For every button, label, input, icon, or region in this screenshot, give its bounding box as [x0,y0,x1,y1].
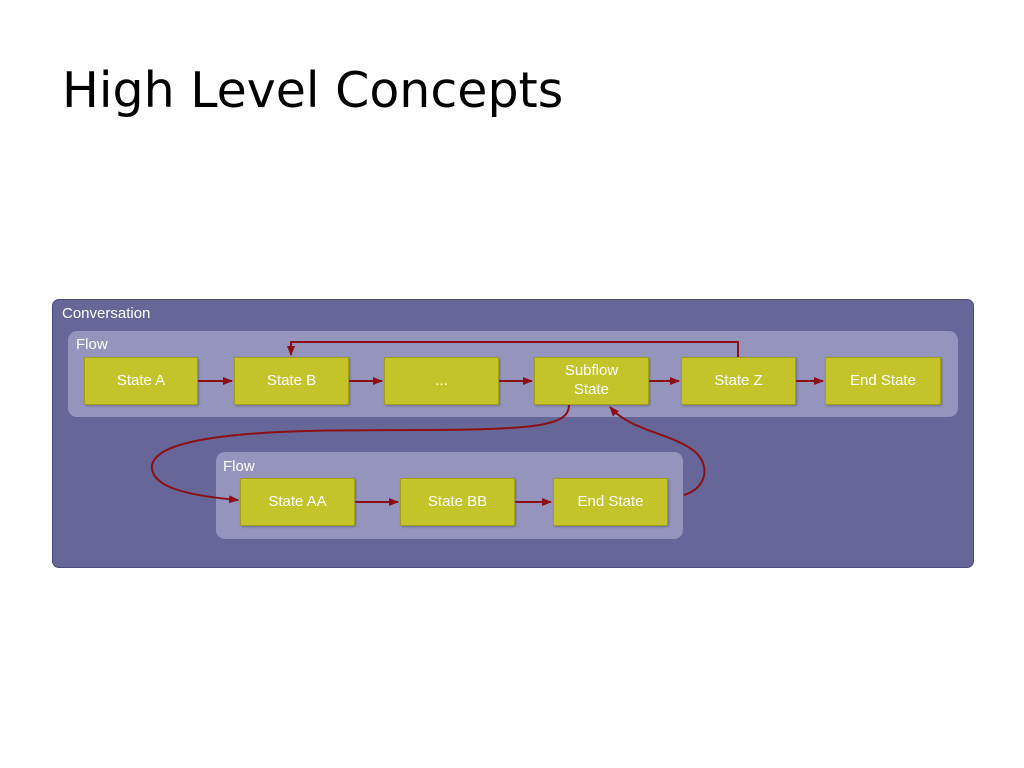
main-flow-label: Flow [76,336,108,353]
slide-title: High Level Concepts [62,62,564,119]
subflow-state-label-line1: Subflow [564,362,619,380]
ellipsis-state-node: ... [384,357,499,405]
state-b-label: State B [266,371,317,389]
arrow-sub-end-state-return-to-subflow [609,406,706,496]
conversation-label: Conversation [62,305,151,322]
state-a-label: State A [116,371,166,389]
state-aa-label: State AA [268,492,327,510]
subflow-state-label-line2: State [573,381,610,398]
arrow-subflow-to-state-aa [150,404,570,504]
end-state-node: End State [825,357,941,405]
state-z-node: State Z [681,357,796,405]
end-state-label: End State [850,371,916,389]
state-a-node: State A [84,357,198,405]
main-flow-container [68,331,958,417]
subflow-state-node: Subflow State [534,357,649,405]
state-bb-node: State BB [400,478,515,526]
state-z-label: State Z [714,371,763,389]
sub-flow-label: Flow [223,458,255,475]
arrow-state-z-loop-to-state-b [287,341,739,357]
sub-end-state-label: End State [577,492,644,510]
state-bb-label: State BB [427,492,488,510]
ellipsis-state-label: ... [435,371,448,389]
sub-end-state-node: End State [553,478,668,526]
state-b-node: State B [234,357,349,405]
state-aa-node: State AA [240,478,355,526]
